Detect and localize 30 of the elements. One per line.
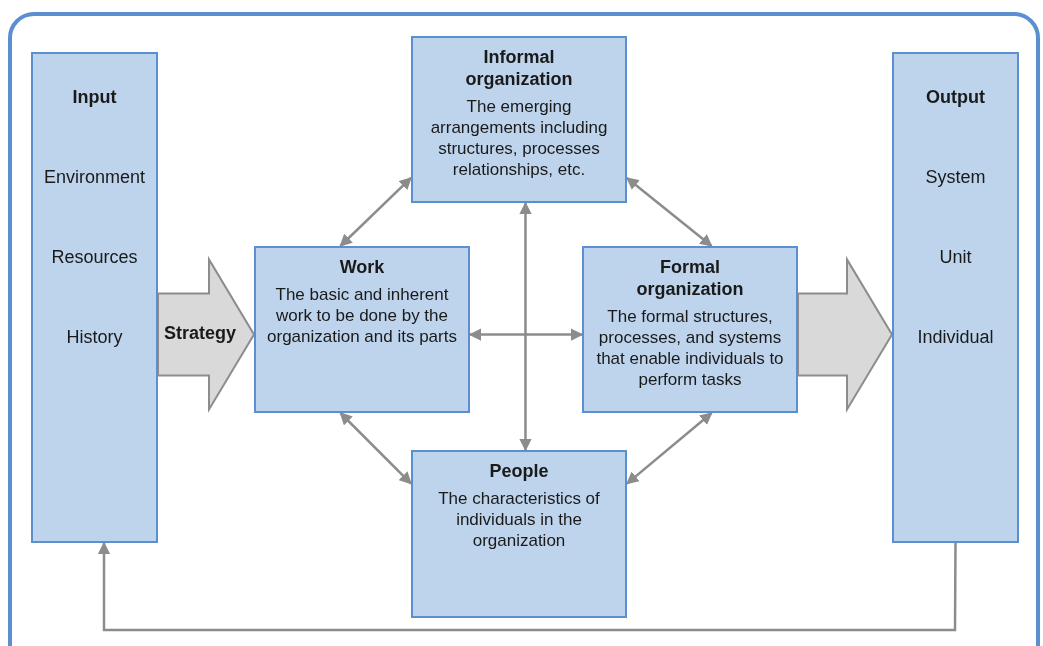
list-item: System <box>925 166 986 188</box>
column-box <box>31 52 158 543</box>
box-description: The basic and inherent work to be done by the organization and its parts <box>266 284 458 347</box>
arrow <box>626 412 713 485</box>
column-box <box>892 52 1019 543</box>
box-heading: Output <box>926 86 985 108</box>
box-heading: People <box>488 460 550 482</box>
list-item: Environment <box>43 166 146 188</box>
list-item: Resources <box>51 246 138 268</box>
process-box <box>411 450 627 618</box>
box-description: The characteristics of individuals in the organization <box>437 488 601 551</box>
block-arrow <box>797 255 894 414</box>
list-item: History <box>66 326 123 348</box>
process-box <box>411 36 627 203</box>
arrow <box>626 176 713 247</box>
arrow <box>339 412 412 485</box>
box-heading: Informal organization <box>464 46 574 90</box>
box-heading: Work <box>338 256 386 278</box>
box-heading: Input <box>72 86 117 108</box>
process-box <box>254 246 470 413</box>
edge-label: Strategy <box>163 324 238 343</box>
arrow <box>339 177 412 247</box>
list-item: Unit <box>939 246 972 268</box>
arrow <box>97 541 957 632</box>
arrow <box>519 201 532 452</box>
box-description: The formal structures, processes, and systems that enable individuals to perform tasks <box>595 306 785 390</box>
list-item: Individual <box>917 326 994 348</box>
box-description: The emerging arrangements including structures, processes relationships, etc. <box>429 96 609 180</box>
box-heading: Formal organization <box>635 256 745 300</box>
process-box <box>582 246 798 413</box>
